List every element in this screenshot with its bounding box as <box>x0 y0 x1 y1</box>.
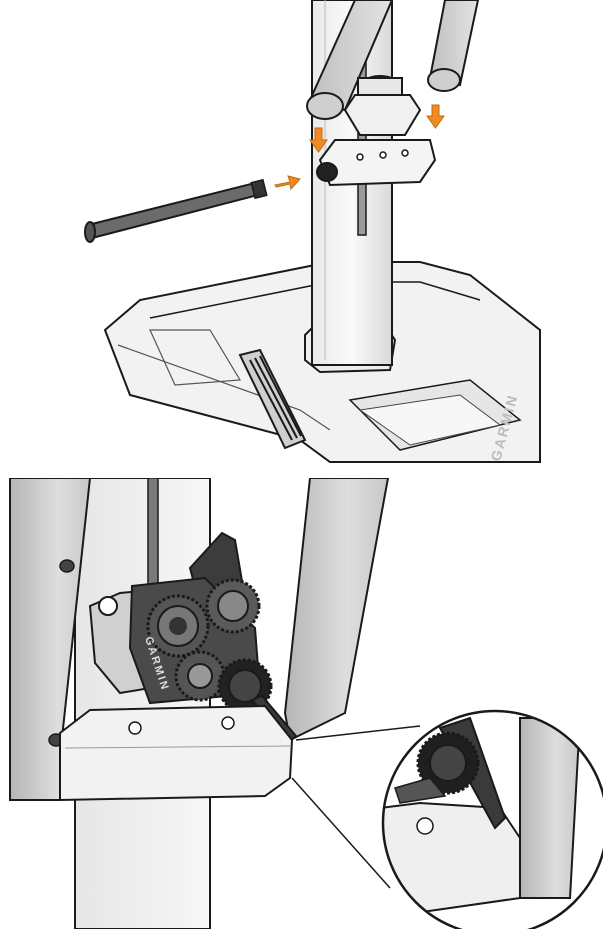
cog-medium <box>205 578 261 634</box>
bottom-illustration: GARMIN <box>9 478 603 929</box>
vent-grille <box>238 348 307 450</box>
callout-line <box>295 725 421 741</box>
cog-small <box>174 650 226 702</box>
arrow-down-icon <box>309 127 328 153</box>
vertical-post <box>74 478 211 929</box>
bottom-illustration-panel: GARMIN <box>0 478 603 929</box>
fork-frame <box>306 0 480 120</box>
thru-axle-mount <box>316 75 437 187</box>
zoom-detail-circle <box>381 709 603 929</box>
arrow-down-icon <box>426 104 445 129</box>
callout-line <box>291 777 391 889</box>
top-illustration-panel: GARMIN <box>84 0 541 463</box>
arrow-right-icon <box>274 175 301 191</box>
clamp-bracket <box>59 704 294 802</box>
fork-leg-right <box>283 478 390 742</box>
thru-axle <box>84 178 268 243</box>
cog-large <box>146 594 210 658</box>
top-illustration: GARMIN <box>84 0 541 463</box>
